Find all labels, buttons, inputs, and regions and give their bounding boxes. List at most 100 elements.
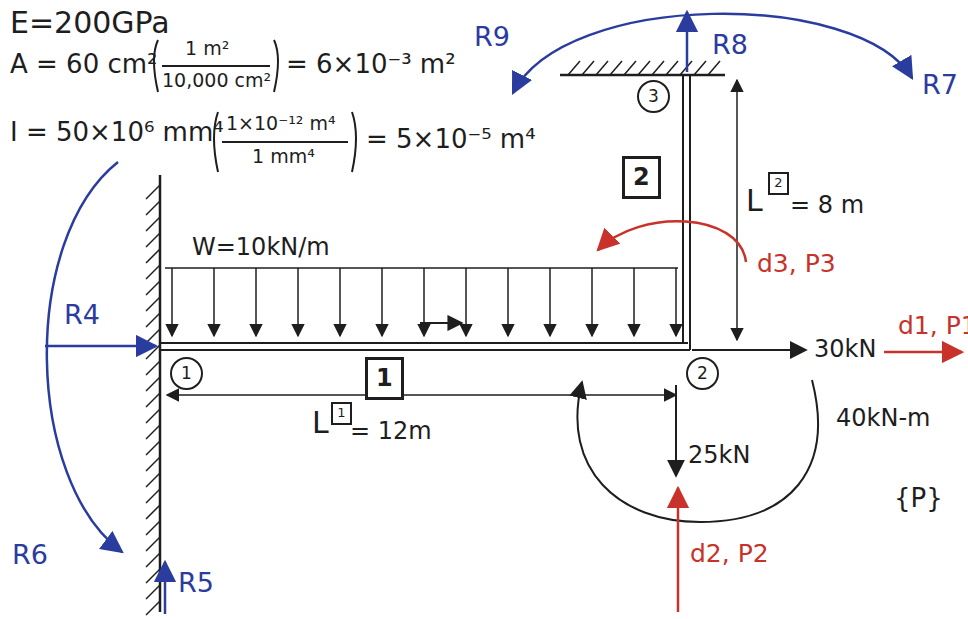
hatch-line bbox=[146, 265, 160, 279]
element-number-box: 2 bbox=[622, 156, 661, 199]
hatch-line bbox=[146, 329, 160, 343]
load-arrow bbox=[633, 268, 635, 336]
hatch-line bbox=[146, 537, 160, 551]
hatch-line bbox=[624, 61, 636, 75]
paren bbox=[352, 112, 356, 172]
number-text: 1 bbox=[181, 364, 192, 383]
dimension-line bbox=[736, 80, 738, 340]
dof-label: d3, P3 bbox=[757, 250, 836, 278]
annotation-text: 25kN bbox=[688, 442, 750, 468]
fixed-ceiling bbox=[560, 74, 725, 77]
annotation-text: {P} bbox=[894, 484, 943, 513]
hatch-line bbox=[568, 61, 580, 75]
element-number-box: 2 bbox=[768, 172, 789, 195]
annotation-text: W=10kN/m bbox=[192, 234, 330, 260]
load-arrow bbox=[171, 268, 173, 336]
hatch-line bbox=[708, 61, 720, 75]
hatch-line bbox=[146, 601, 160, 615]
element-number-box: 1 bbox=[331, 402, 352, 425]
dof-arrow bbox=[884, 351, 962, 354]
reaction-arrow bbox=[686, 12, 689, 72]
moment-arrow bbox=[577, 380, 818, 522]
hatch-line bbox=[666, 61, 678, 75]
annotation-text: = 5×10⁻⁵ m⁴ bbox=[366, 125, 536, 154]
hatch-line bbox=[146, 217, 160, 231]
beam-member bbox=[160, 342, 688, 344]
wall-hatching bbox=[146, 61, 720, 615]
number-text: 2 bbox=[697, 364, 708, 383]
fraction-bar bbox=[162, 65, 270, 67]
hatch-line bbox=[146, 313, 160, 327]
distributed-load bbox=[172, 268, 676, 336]
hatch-line bbox=[146, 297, 160, 311]
dof-label: d1, P1 bbox=[898, 312, 968, 340]
load-arrow bbox=[381, 268, 383, 336]
hatch-line bbox=[146, 409, 160, 423]
hatch-line bbox=[582, 61, 594, 75]
number-text: 1 bbox=[376, 365, 393, 391]
hatch-line bbox=[146, 441, 160, 455]
reaction-label: R7 bbox=[922, 70, 958, 100]
hatch-line bbox=[146, 457, 160, 471]
annotation-text: = 8 m bbox=[790, 192, 864, 218]
element-number-box: 1 bbox=[365, 357, 404, 400]
reaction-label: R8 bbox=[712, 30, 748, 60]
hatch-line bbox=[146, 521, 160, 535]
reaction-label: R5 bbox=[178, 568, 214, 598]
column-member bbox=[682, 75, 684, 343]
annotation-text: = 12m bbox=[350, 418, 432, 444]
load-arrow bbox=[465, 268, 467, 336]
load-arrow bbox=[675, 385, 677, 476]
hatch-line bbox=[146, 377, 160, 391]
hatch-line bbox=[146, 425, 160, 439]
node-number-circle: 3 bbox=[637, 80, 670, 113]
paren bbox=[274, 40, 278, 92]
annotation-text: 30kN bbox=[814, 336, 876, 362]
hatch-line bbox=[146, 249, 160, 263]
load-arrow bbox=[255, 268, 257, 336]
hatch-line bbox=[146, 233, 160, 247]
load-arrow bbox=[549, 268, 551, 336]
dof-arrow bbox=[677, 488, 680, 612]
load-arrow bbox=[339, 268, 341, 336]
hatch-line bbox=[652, 61, 664, 75]
annotation-text: 1 m² bbox=[185, 38, 229, 59]
reaction-arrow bbox=[45, 345, 156, 348]
number-text: 2 bbox=[774, 176, 782, 190]
load-arrow bbox=[675, 268, 677, 336]
hatch-line bbox=[146, 569, 160, 583]
annotation-text: 1×10⁻¹² m⁴ bbox=[226, 113, 336, 134]
load-arrow bbox=[297, 268, 299, 336]
annotation-text: I = 50×10⁶ mm⁴ bbox=[10, 118, 224, 147]
hatch-line bbox=[638, 61, 650, 75]
hatch-line bbox=[146, 473, 160, 487]
load-arrow bbox=[692, 349, 806, 351]
beam-member bbox=[160, 349, 690, 351]
reaction-label: R6 bbox=[12, 540, 48, 570]
hatch-line bbox=[694, 61, 706, 75]
reaction-label: R9 bbox=[474, 22, 510, 52]
reaction-moment bbox=[513, 14, 912, 93]
reaction-label: R4 bbox=[64, 300, 100, 330]
hatch-line bbox=[146, 585, 160, 599]
load-arrow bbox=[213, 268, 215, 336]
dof-rotation bbox=[598, 221, 746, 262]
annotation-text: A = 60 cm² bbox=[10, 50, 158, 79]
annotation-text: L bbox=[746, 184, 763, 217]
load-arrow bbox=[591, 268, 593, 336]
load-arrow bbox=[507, 268, 509, 336]
number-text: 1 bbox=[337, 406, 345, 420]
annotation-text: = 6×10⁻³ m² bbox=[286, 50, 456, 79]
local-axis-arrow bbox=[420, 322, 462, 324]
number-text: 2 bbox=[633, 164, 650, 190]
hatch-line bbox=[146, 201, 160, 215]
dof-label: d2, P2 bbox=[690, 540, 769, 568]
column-member bbox=[689, 75, 691, 350]
number-text: 3 bbox=[648, 87, 659, 106]
reaction-arrow bbox=[164, 562, 167, 614]
node-number-circle: 2 bbox=[686, 357, 719, 390]
reaction-moment bbox=[47, 162, 122, 552]
hatch-line bbox=[146, 361, 160, 375]
